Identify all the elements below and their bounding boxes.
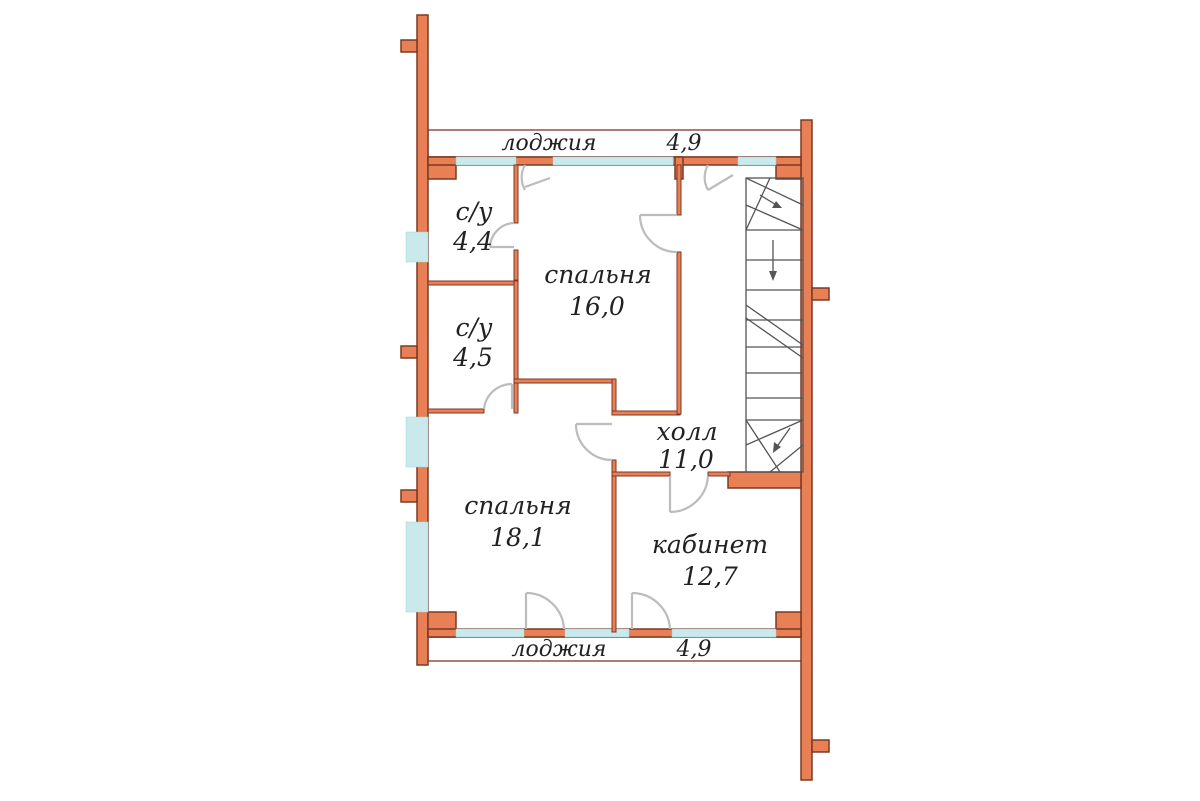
partition <box>707 471 731 477</box>
door[interactable] <box>638 213 678 254</box>
partition <box>513 280 519 380</box>
door[interactable] <box>703 164 734 191</box>
partition <box>676 164 682 216</box>
left-wall-stub <box>400 39 418 53</box>
right-wall-stub <box>811 287 830 301</box>
left-wall-stub <box>400 345 418 359</box>
partition <box>611 378 617 416</box>
window <box>405 416 429 468</box>
partition <box>513 164 519 224</box>
office-area: 12,7 <box>682 562 738 591</box>
partition <box>427 408 485 414</box>
labels: лоджия 4,9 с/у 4,4 с/у 4,5 спальня 16,0 … <box>452 131 768 662</box>
partition <box>676 251 682 415</box>
windows <box>405 156 777 638</box>
window <box>671 628 777 638</box>
right-wall <box>800 119 813 781</box>
loggia-top-outline <box>427 129 803 158</box>
partition <box>513 249 519 281</box>
hall-name: холл <box>657 417 718 446</box>
bath-2-name: с/у <box>456 313 493 342</box>
partition <box>611 459 617 633</box>
doors <box>482 164 734 630</box>
hall-area: 11,0 <box>658 445 714 474</box>
bedroom-2-name: спальня <box>464 491 572 520</box>
loggia-top-area: 4,9 <box>666 131 702 156</box>
partition <box>513 378 615 384</box>
bath-1-name: с/у <box>456 197 493 226</box>
left-wall <box>416 14 429 666</box>
staircase <box>745 177 804 473</box>
loggia-bottom-area: 4,9 <box>676 637 712 662</box>
bedroom-1-name: спальня <box>544 260 652 289</box>
partition <box>611 471 671 477</box>
stair-office-wall <box>727 471 802 489</box>
loggia-top-name: лоджия <box>502 131 597 156</box>
loggia-bottom-outline <box>427 636 803 662</box>
window <box>405 521 429 613</box>
left-wall-stub <box>400 489 418 503</box>
window <box>552 156 674 166</box>
partition <box>513 379 519 414</box>
door[interactable] <box>524 591 566 630</box>
door[interactable] <box>668 475 710 514</box>
window <box>405 231 429 263</box>
bath-2-area: 4,5 <box>452 343 493 372</box>
door[interactable] <box>630 591 672 630</box>
office-name: кабинет <box>652 530 768 559</box>
door[interactable] <box>488 221 515 249</box>
door[interactable] <box>574 422 613 462</box>
loggia-bottom-name: лоджия <box>512 637 607 662</box>
window <box>455 156 517 166</box>
window <box>737 156 777 166</box>
partition <box>611 410 681 416</box>
window <box>455 628 525 638</box>
partition <box>427 280 519 286</box>
window <box>564 628 630 638</box>
bedroom-2-area: 18,1 <box>490 523 546 552</box>
bath-1-area: 4,4 <box>452 227 493 256</box>
partitions <box>427 164 731 633</box>
door[interactable] <box>520 164 551 191</box>
bedroom-1-area: 16,0 <box>569 292 625 321</box>
door[interactable] <box>482 382 514 410</box>
right-wall-stub <box>811 739 830 753</box>
